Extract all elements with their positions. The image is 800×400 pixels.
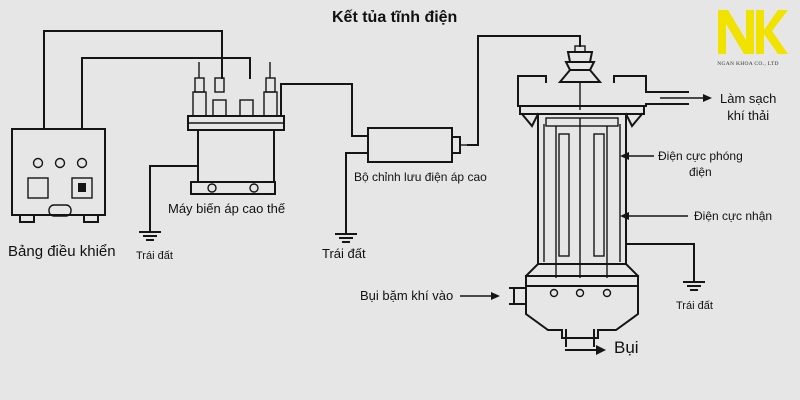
label-control-panel: Bảng điều khiển xyxy=(8,243,116,260)
arrow-left-icon xyxy=(620,152,654,160)
arrow-right-icon xyxy=(460,292,500,300)
label-dust-inlet: Bụi bặm khí vào xyxy=(360,288,454,303)
label-clean-gas: Làm sạch khí thải xyxy=(720,91,777,123)
electrostatic-precipitator xyxy=(509,45,695,347)
arrow-left-icon xyxy=(620,212,688,220)
label-collecting-electrode: Điện cực nhận xyxy=(694,209,773,223)
diagram-title: Kết tủa tĩnh điện xyxy=(332,9,458,26)
label-rectifier: Bộ chỉnh lưu điện áp cao xyxy=(354,170,487,184)
ground-symbol-icon xyxy=(335,233,357,243)
logo-company-name: NGAN KHOA CO., LTD xyxy=(717,61,779,67)
label-ground-rectifier: Trái đất xyxy=(322,246,366,261)
label-discharge-electrode: Điện cực phóng điện xyxy=(658,149,743,179)
control-panel xyxy=(11,128,106,223)
label-ground-precipitator: Trái đất xyxy=(676,300,713,312)
nk-logo-icon xyxy=(718,10,788,54)
arrow-right-icon xyxy=(565,345,606,355)
high-voltage-transformer xyxy=(187,62,285,195)
ground-symbol-icon xyxy=(139,231,161,241)
ground-symbol-icon xyxy=(683,281,705,291)
arrow-right-icon xyxy=(660,94,712,102)
label-ground-transformer: Trái đất xyxy=(136,250,173,262)
label-transformer: Máy biến áp cao thế xyxy=(168,201,286,216)
high-voltage-rectifier xyxy=(367,127,468,163)
label-dust-out: Bụi xyxy=(614,338,639,357)
